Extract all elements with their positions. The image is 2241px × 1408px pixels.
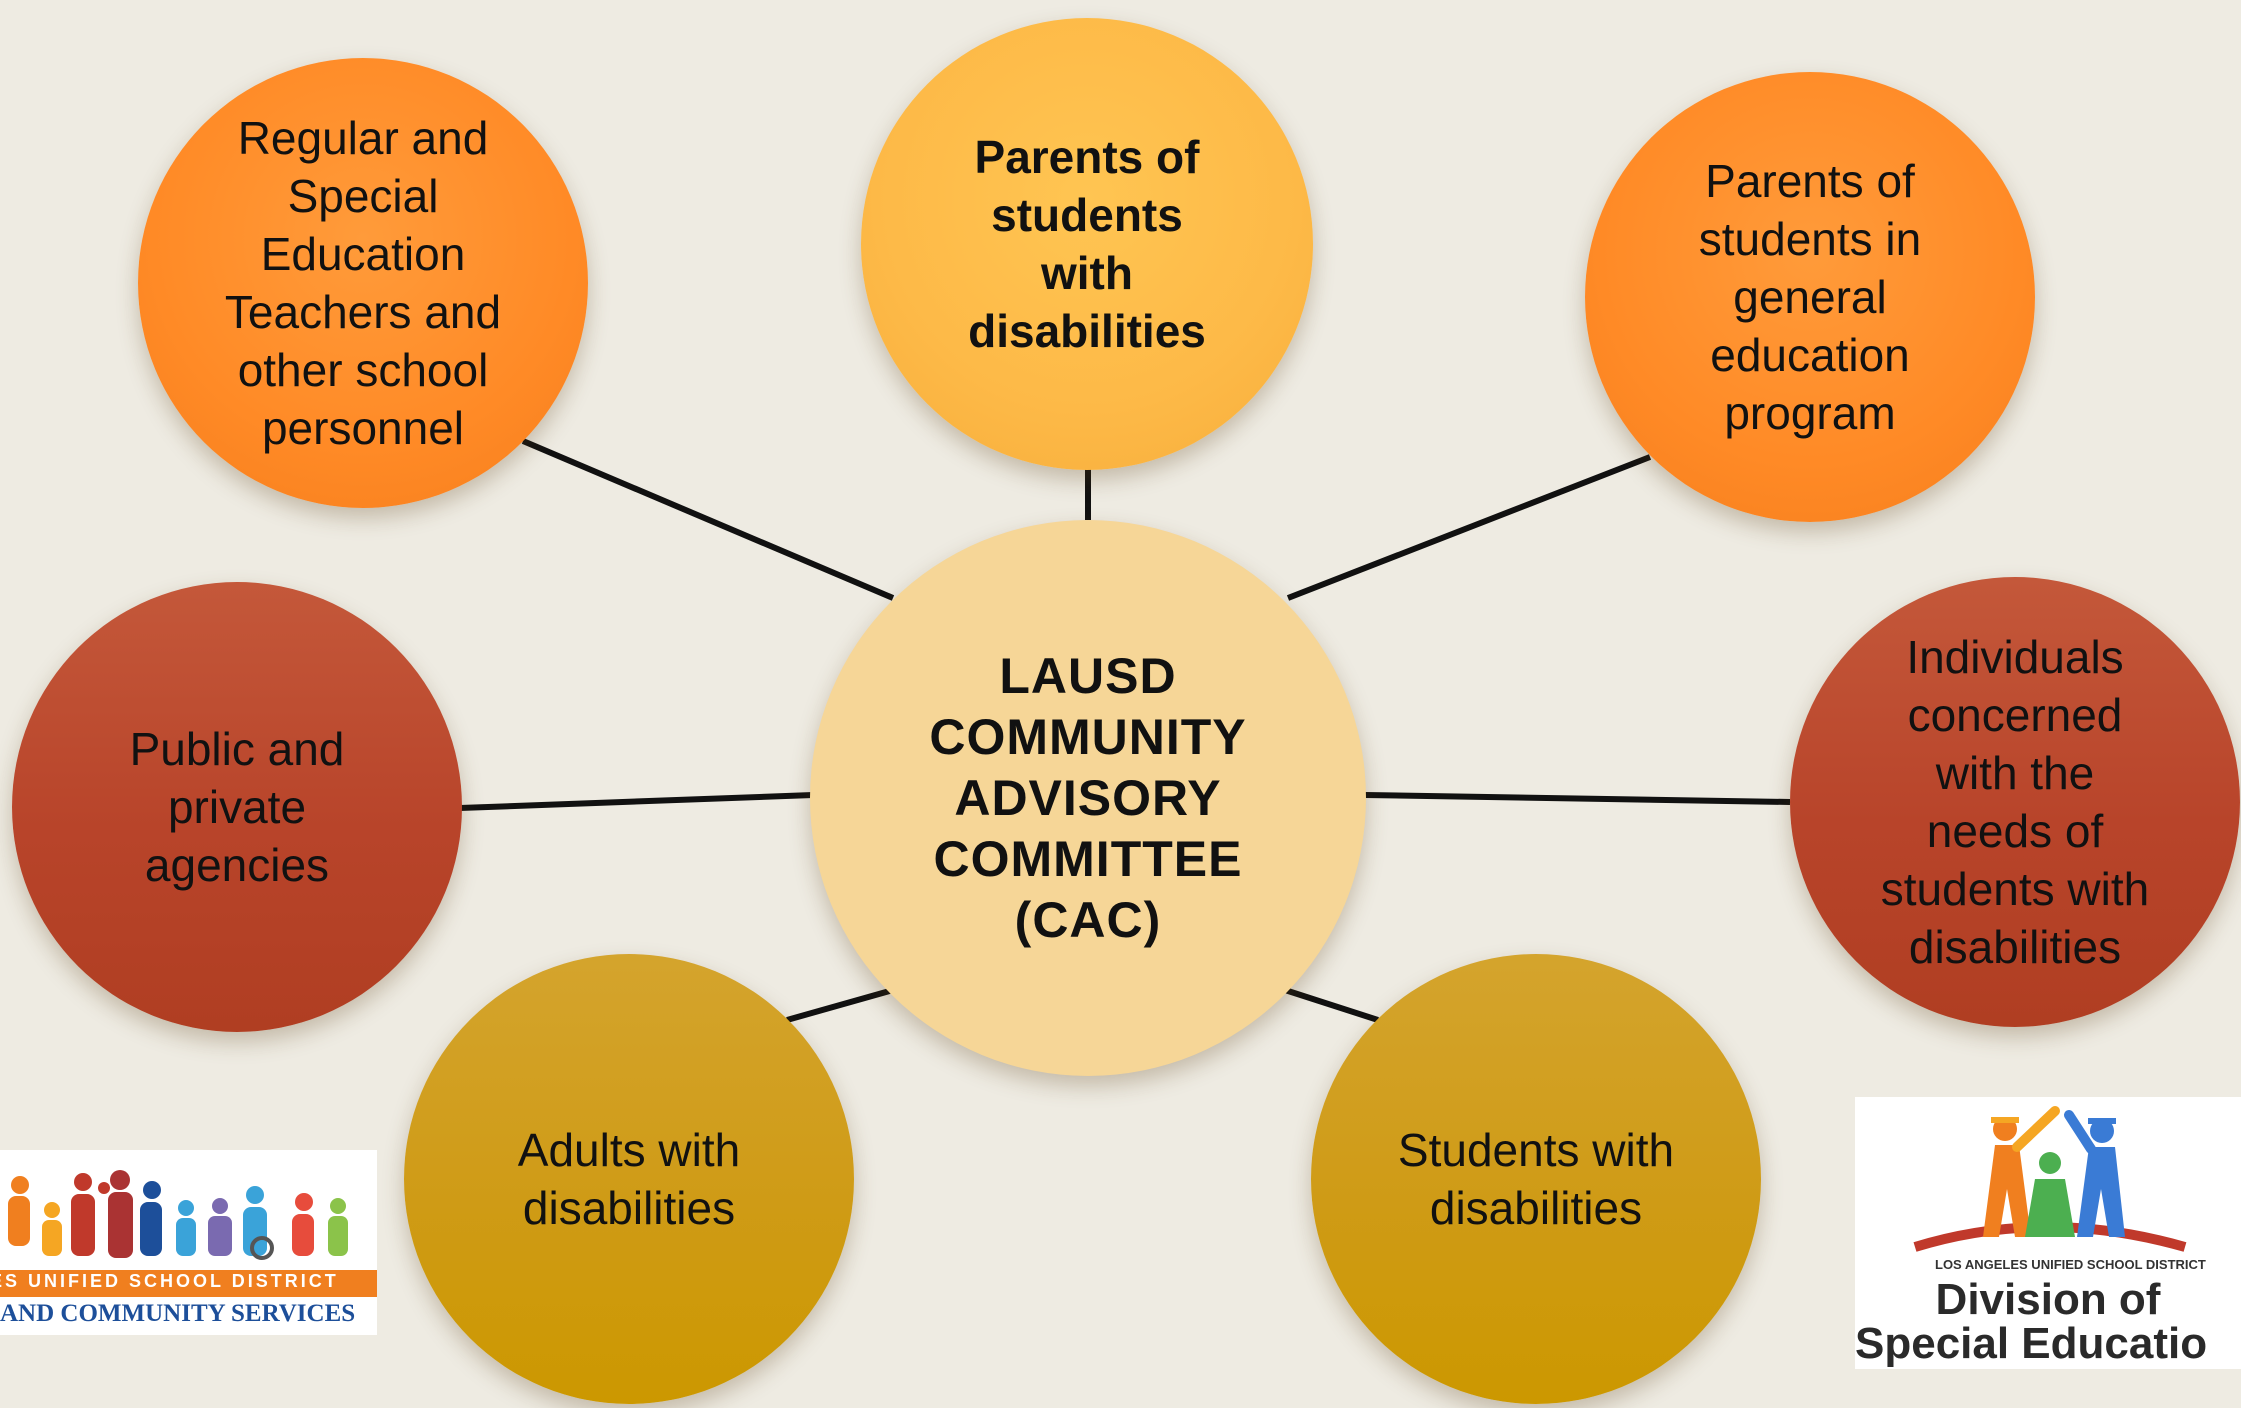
node-students-label: Students with disabilities — [1397, 1124, 1675, 1234]
node-teachers: Regular and Special Education Teachers a… — [138, 58, 588, 508]
center-label: LAUSD COMMUNITY ADVISORY COMMITTEE (CAC) — [929, 647, 1247, 948]
parent-community-services-logo: ES UNIFIED SCHOOL DISTRICT AND COMMUNITY… — [0, 1150, 377, 1335]
connector-students — [1284, 987, 1379, 1023]
logo-left-bottom-text: AND COMMUNITY SERVICES — [0, 1300, 356, 1327]
node-students: Students with disabilities — [1311, 954, 1761, 1404]
node-adults: Adults with disabilities — [404, 954, 854, 1404]
node-parents-disabilities-label: Parents of students with disabilities — [968, 131, 1206, 357]
division-special-education-logo: LOS ANGELES UNIFIED SCHOOL DISTRICT Divi… — [1855, 1097, 2241, 1369]
connector-adults — [786, 987, 894, 1023]
node-teachers-label: Regular and Special Education Teachers a… — [224, 112, 502, 454]
graduates-icon — [1913, 1106, 2187, 1252]
people-silhouettes-icon — [8, 1170, 348, 1260]
node-agencies-label: Public and private agencies — [129, 723, 345, 891]
logo-right-district: LOS ANGELES UNIFIED SCHOOL DISTRICT — [1935, 1257, 2206, 1272]
connector-individuals — [1364, 792, 1791, 805]
node-individuals: Individuals concerned with the needs of … — [1790, 577, 2240, 1027]
node-parents-general-label: Parents of students in general education… — [1698, 155, 1922, 439]
logo-left-strip-text: ES UNIFIED SCHOOL DISTRICT — [0, 1271, 339, 1291]
node-adults-label: Adults with disabilities — [517, 1124, 741, 1234]
node-parents-general: Parents of students in general education… — [1585, 72, 2035, 522]
logo-right-line1: Division of — [1935, 1275, 2161, 1324]
logo-right-line2: Special Educatio — [1855, 1319, 2208, 1368]
center-node-cac: LAUSD COMMUNITY ADVISORY COMMITTEE (CAC) — [810, 520, 1366, 1076]
logo-orange-strip — [0, 1270, 377, 1297]
connector-parents-general — [1286, 454, 1652, 601]
node-parents-disabilities: Parents of students with disabilities — [861, 18, 1313, 470]
node-individuals-label: Individuals concerned with the needs of … — [1880, 631, 2150, 973]
node-agencies: Public and private agencies — [12, 582, 462, 1032]
connector-teachers — [521, 438, 895, 601]
connector-agencies — [459, 792, 814, 811]
